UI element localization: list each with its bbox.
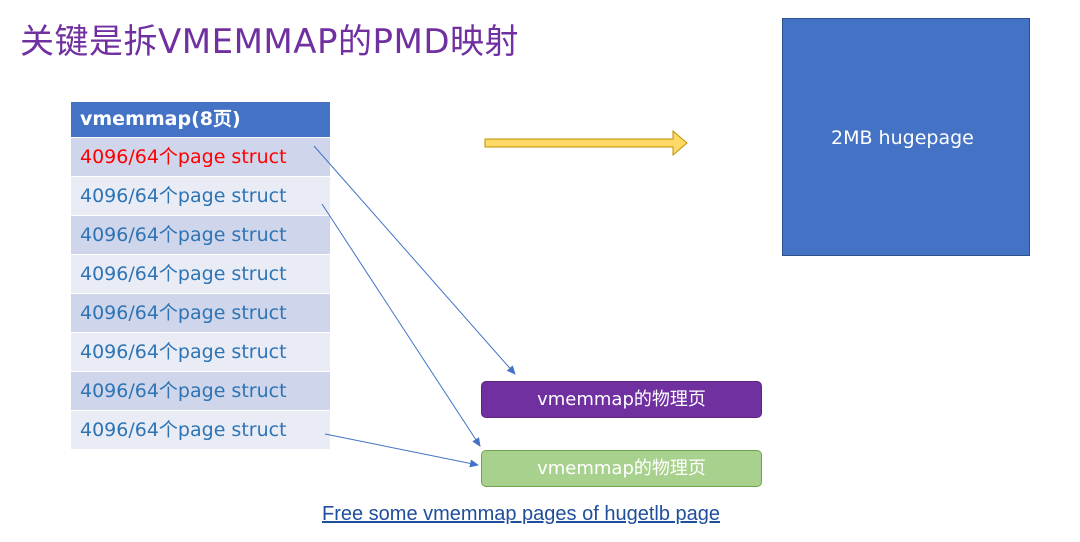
vmemmap-table-header: vmemmap(8页) <box>71 102 330 137</box>
table-row-5: 4096/64个page struct <box>71 293 330 332</box>
table-row-8: 4096/64个page struct <box>71 410 330 449</box>
table-row-4: 4096/64个page struct <box>71 254 330 293</box>
table-row-6: 4096/64个page struct <box>71 332 330 371</box>
connector-row8-to-green <box>324 433 479 468</box>
hugepage-label: 2MB hugepage <box>831 127 974 149</box>
table-row-2: 4096/64个page struct <box>71 176 330 215</box>
table-row-7: 4096/64个page struct <box>71 371 330 410</box>
purple-physical-page-box: vmemmap的物理页 <box>481 381 762 418</box>
table-row-3: 4096/64个page struct <box>71 215 330 254</box>
green-physical-page-box: vmemmap的物理页 <box>481 450 762 487</box>
hugepage-box: 2MB hugepage <box>782 18 1030 256</box>
connector-row1-to-purple <box>313 145 516 375</box>
slide-title: 关键是拆VMEMMAP的PMD映射 <box>20 22 520 62</box>
footer-link[interactable]: Free some vmemmap pages of hugetlb page <box>322 503 720 525</box>
connector-row2-to-green <box>321 203 481 447</box>
vmemmap-table: vmemmap(8页) 4096/64个page struct 4096/64个… <box>71 102 330 449</box>
block-arrow-right <box>484 129 688 157</box>
table-row-1: 4096/64个page struct <box>71 137 330 176</box>
